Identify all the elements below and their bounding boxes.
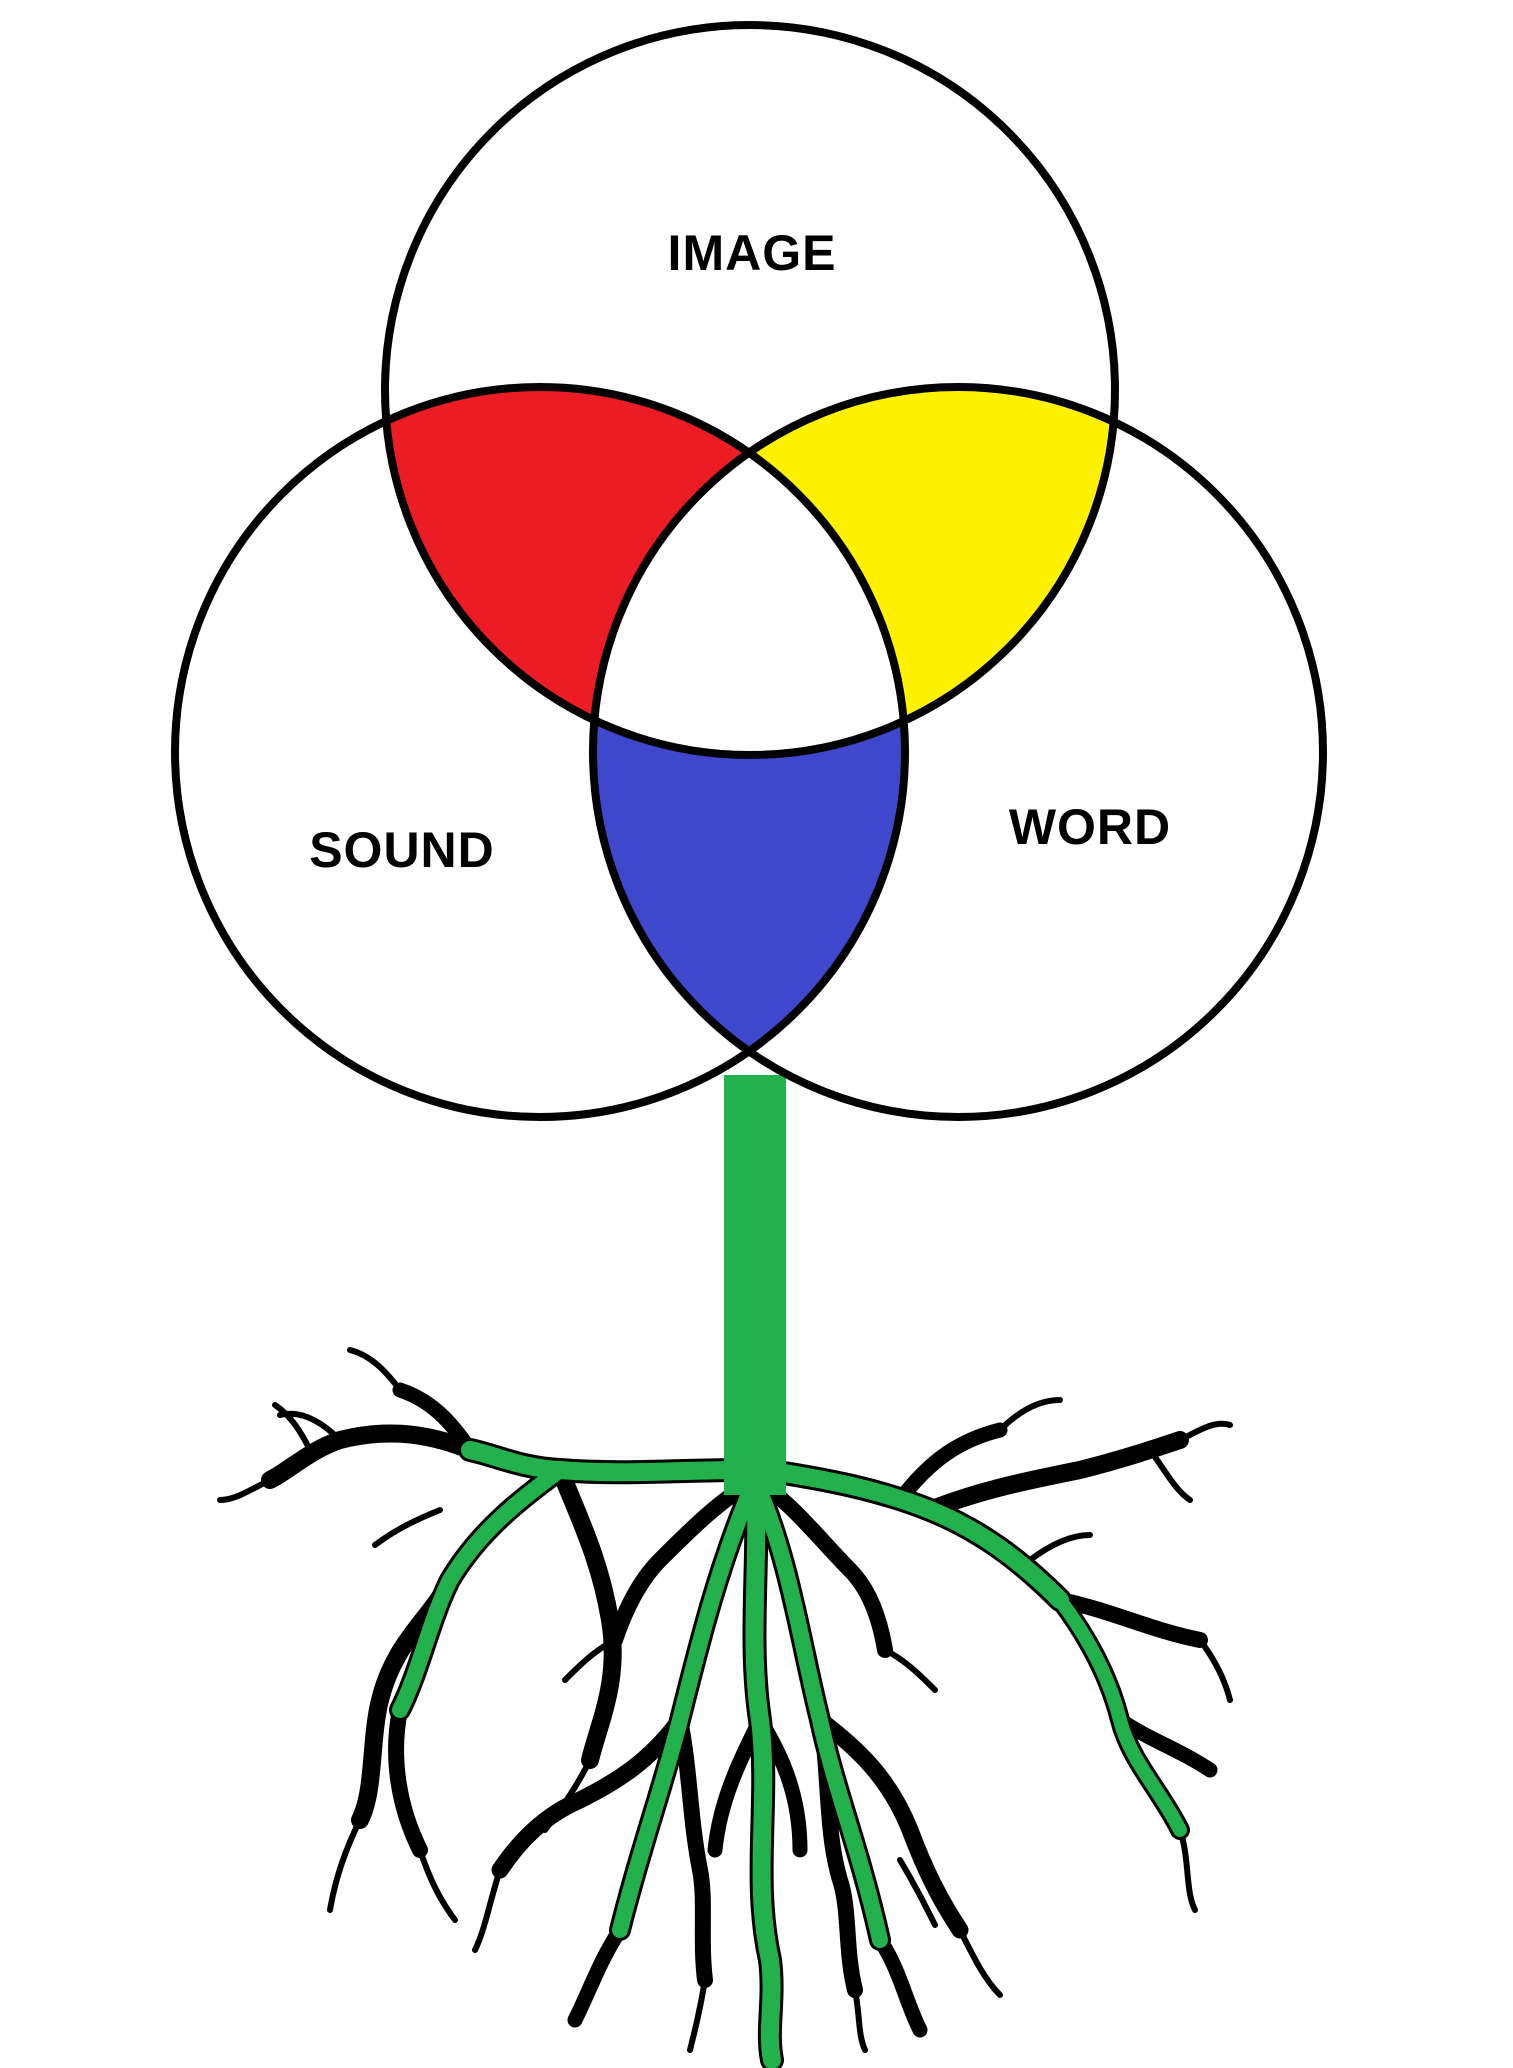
root-branch-green xyxy=(756,1461,1069,1609)
root-tendril xyxy=(882,1647,938,1693)
image-label: IMAGE xyxy=(668,225,837,281)
root-tendril xyxy=(1177,1827,1198,1913)
root-branch xyxy=(491,1711,689,1879)
root-branch xyxy=(747,1472,893,1658)
root-tendril xyxy=(687,1977,708,2053)
sound-circle xyxy=(171,383,909,1121)
root-branch xyxy=(607,1472,763,1648)
root-branch xyxy=(872,1932,928,2038)
root-branch xyxy=(551,1461,622,1769)
root-tendril xyxy=(542,1757,593,1833)
root-tendril xyxy=(852,1987,868,2053)
root-tendril xyxy=(372,1507,443,1548)
root-tendril xyxy=(1197,1637,1233,1703)
root-branch xyxy=(392,1382,478,1458)
root-tendril xyxy=(1147,1447,1193,1503)
root-branch-green xyxy=(747,1472,888,1948)
roots-fill xyxy=(392,1441,1187,2068)
root-tendril xyxy=(957,1927,1003,1998)
root-tendril xyxy=(472,1867,503,1953)
root-branch xyxy=(921,1431,1189,1519)
image-circle xyxy=(381,21,1119,759)
root-tendril xyxy=(327,1817,363,1913)
root-branch xyxy=(1052,1592,1208,1648)
root-branch-green xyxy=(745,1471,781,2068)
root-tendril xyxy=(347,1347,403,1393)
center-overlap xyxy=(593,387,905,755)
root-tendril xyxy=(417,1847,458,1923)
tree-roots-icon xyxy=(217,1075,1233,2068)
root-tendril xyxy=(997,1397,1063,1433)
root-tendril xyxy=(1177,1420,1233,1443)
root-branch-green xyxy=(461,1441,754,1482)
root-tendril xyxy=(217,1477,273,1503)
word-label: WORD xyxy=(1009,799,1171,855)
root-branch-green xyxy=(1053,1593,1187,1837)
tree-trunk xyxy=(724,1075,786,1495)
root-branch xyxy=(389,1459,571,1721)
root-branch xyxy=(1112,1712,1218,1778)
root-branch-green xyxy=(612,1472,763,1938)
root-tendril xyxy=(562,1637,618,1683)
root-branch xyxy=(811,1711,969,1939)
word-circle xyxy=(589,383,1327,1121)
root-branch xyxy=(261,1424,479,1489)
root-tendril xyxy=(1027,1532,1093,1563)
root-branch xyxy=(672,1712,713,1988)
root-branch xyxy=(892,1422,1008,1508)
sound-label: SOUND xyxy=(309,822,495,878)
root-tendril xyxy=(272,1402,313,1453)
root-tendril xyxy=(897,1857,938,1928)
root-branch xyxy=(388,1702,428,1858)
root-branch-green xyxy=(392,1462,568,1718)
root-branch xyxy=(567,1922,628,2028)
